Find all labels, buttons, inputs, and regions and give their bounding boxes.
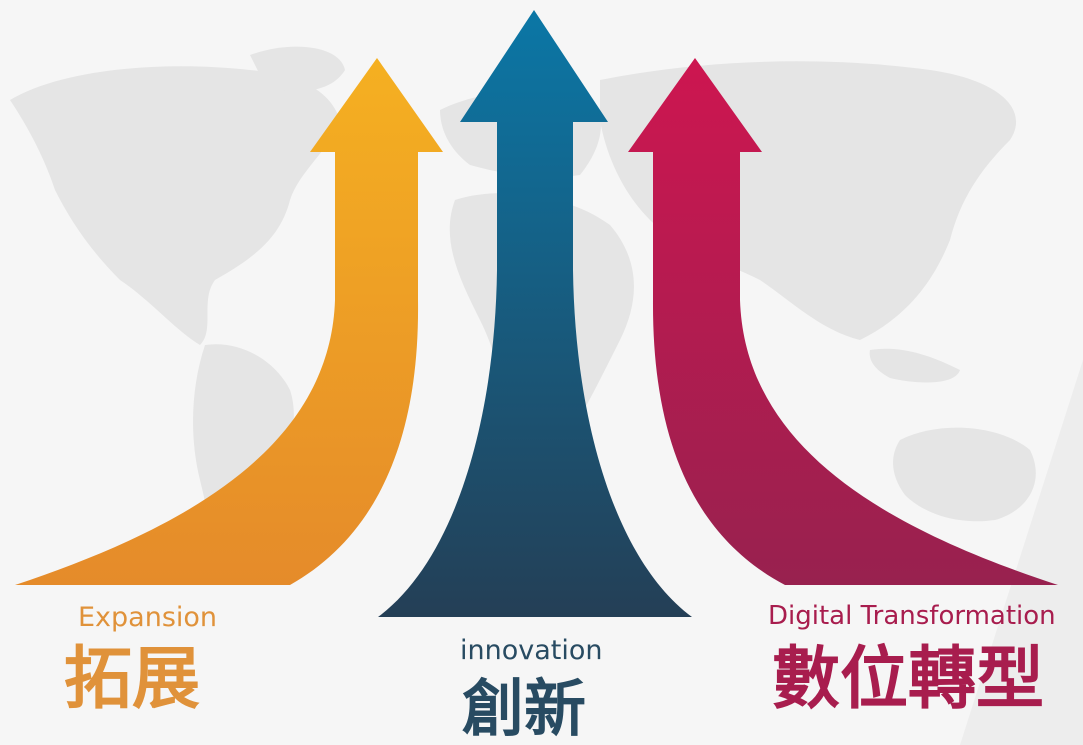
arrow-center-blue [378,10,692,617]
arrow-left-orange [15,58,443,585]
arrow-right-red [628,58,1058,585]
digital-transformation-chinese-label: 數位轉型 [772,640,1045,719]
background-light-streak [960,360,1083,745]
innovation-english-label: innovation [460,635,603,666]
expansion-chinese-label: 拓展 [64,640,201,719]
digital-transformation-english-label: Digital Transformation [768,601,1056,631]
innovation-chinese-label: 創新 [462,672,587,745]
expansion-english-label: Expansion [78,602,218,633]
